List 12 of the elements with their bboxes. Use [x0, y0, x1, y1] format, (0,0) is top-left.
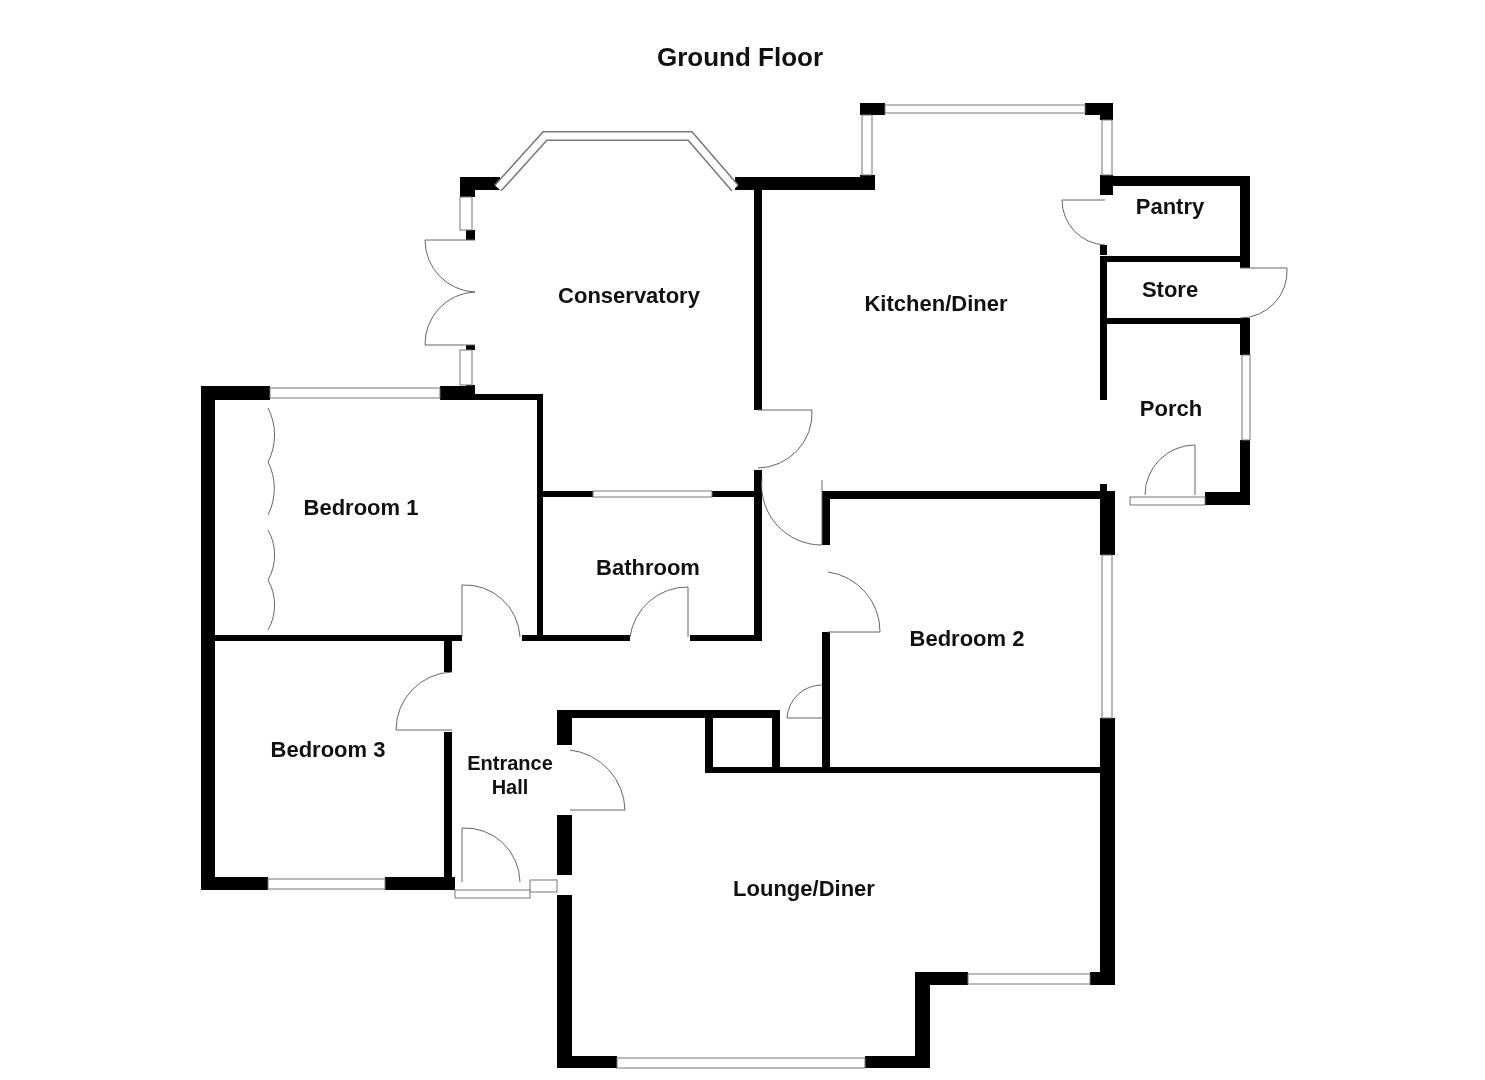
- room-label: Store: [1115, 278, 1225, 302]
- room-label: Entrance Hall: [460, 751, 560, 799]
- room-label: Pantry: [1115, 195, 1225, 219]
- floor-title: Ground Floor: [655, 41, 825, 74]
- room-label: Bedroom 1: [286, 496, 436, 520]
- room-label: Kitchen/Diner: [841, 292, 1031, 316]
- room-label: Conservatory: [534, 284, 724, 308]
- room-label: Bedroom 3: [253, 738, 403, 762]
- room-label: Bedroom 2: [892, 627, 1042, 651]
- room-label: Bathroom: [573, 556, 723, 580]
- room-label: Porch: [1116, 397, 1226, 421]
- room-label: Lounge/Diner: [709, 877, 899, 901]
